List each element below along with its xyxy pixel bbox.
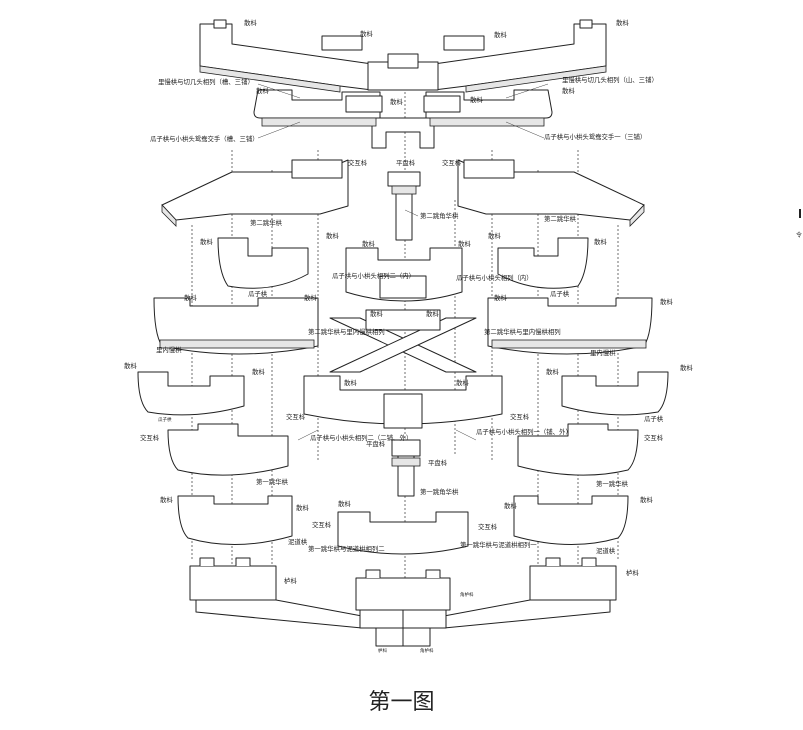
edge-tick: [799, 209, 801, 218]
label-jiaohu-dou: 交互枓: [510, 412, 530, 421]
label-sandou: 散枓: [360, 29, 373, 38]
label-sandou: 散枓: [370, 309, 383, 318]
label-sandou: 散枓: [488, 231, 501, 240]
label-sandou: 散枓: [494, 30, 507, 39]
label-sandou: 散枓: [426, 309, 439, 318]
label-guazi-gong: 瓜子栱: [644, 414, 664, 423]
row3-slanted-arms: [161, 159, 645, 241]
label-lu-dou: 栌枓: [284, 576, 297, 585]
label-jiaohu-dou: 交互枓: [478, 522, 498, 531]
label-ni-dao-gong: 泥道栱: [288, 537, 308, 546]
label-sandou: 散枓: [200, 237, 213, 246]
label-sandou: 散枓: [458, 239, 471, 248]
label-tiny-guazi: 瓜子栱: [158, 416, 172, 423]
label-er-tiao-li-man-left: 第二跳华栱与里内慢栱相列: [308, 327, 385, 336]
label-sandou: 散枓: [456, 378, 469, 387]
label-er-tiao-jiao-hua-gong: 第二跳角华栱: [420, 211, 459, 220]
leader-lines: [257, 83, 549, 441]
row4-brackets: [217, 237, 589, 302]
label-er-tiao-li-man-right: 第二跳华栱与里内慢栱相列: [484, 327, 561, 336]
label-sandou: 散枓: [390, 97, 403, 106]
row5-arms: [153, 297, 653, 373]
label-sandou: 散枓: [252, 367, 265, 376]
label-sandou: 散枓: [594, 237, 607, 246]
label-ni-dao-gong: 泥道栱: [596, 546, 616, 555]
label-er-tiao-hua-gong: 第二跳华栱: [250, 218, 283, 227]
label-lu-dou: 栌枓: [626, 568, 639, 577]
label-pingpan-dou: 平盘枓: [428, 458, 448, 467]
label-guazi-wai-right: 瓜子栱与小栱头相列一（铺、外）: [476, 427, 572, 436]
label-pingpan-dou: 平盘枓: [396, 158, 416, 167]
label-sandou: 散枓: [256, 86, 269, 95]
row7-brackets: [167, 423, 639, 497]
figure-caption: 第一图: [368, 690, 435, 715]
label-jiaohu-dou: 交互枓: [644, 433, 664, 442]
label-sandou: 散枓: [326, 231, 339, 240]
label-sandou: 散枓: [680, 363, 693, 372]
label-yi-tiao-ni-dao-left: 第一跳华栱与泥道栱相列二: [308, 544, 385, 553]
label-guazi-xiao-tou-right: 瓜子栱与小栱头相列（内）: [456, 273, 533, 282]
row8-brackets: [177, 495, 629, 555]
label-tiny-bottom-right: 角栌枓: [420, 647, 434, 654]
label-sandou: 散枓: [494, 293, 507, 302]
label-sandou: 散枓: [660, 297, 673, 306]
label-yi-tiao-ni-dao-right: 第一跳华栱与泥道栱相列一: [460, 540, 537, 549]
label-man-gong-top-left: 里慢栱与切几头相列（槽、三铺）: [158, 77, 254, 86]
label-jiaohu-dou: 交互枓: [286, 412, 306, 421]
row2-brackets: [253, 89, 553, 149]
label-sandou: 散枓: [124, 361, 137, 370]
label-guazi-cross-left: 瓜子栱与小栱头鸳鸯交手（槽、三铺）: [150, 134, 259, 143]
label-sandou: 散枓: [362, 239, 375, 248]
label-sandou: 散枓: [504, 501, 517, 510]
label-sandou: 散枓: [184, 293, 197, 302]
label-jiaohu-dou: 交互枓: [442, 158, 462, 167]
label-sandou: 散枓: [304, 293, 317, 302]
label-man-gong-top-right: 里慢栱与切几头相列（山、三铺）: [562, 75, 658, 84]
label-guazi-wai-left: 瓜子栱与小栱头相列二（二铺、外）: [310, 433, 412, 442]
row1-top-beams: [199, 19, 607, 93]
label-sandou: 散枓: [344, 378, 357, 387]
row9-base: [189, 557, 617, 647]
label-yi-tiao-hua-gong: 第一跳华栱: [256, 477, 289, 486]
label-jiao-lu-dou: 角栌枓: [460, 591, 474, 598]
label-li-nei-man-gong: 里内慢栱: [590, 348, 616, 357]
label-sandou: 散枓: [546, 367, 559, 376]
label-sandou: 散枓: [160, 495, 173, 504]
label-sandou: 散枓: [640, 495, 653, 504]
label-er-tiao-hua-gong: 第二跳华栱: [544, 214, 577, 223]
label-yi-tiao-jiao-hua-gong: 第一跳角华栱: [420, 487, 459, 496]
label-sandou: 散枓: [338, 499, 351, 508]
label-edge-mark: 令: [796, 231, 802, 239]
diagram-labels: 散枓 散枓 散枓 散枓 里慢栱与切几头相列（槽、三铺） 里慢栱与切几头相列（山、…: [124, 18, 802, 654]
label-yi-tiao-hua-gong: 第一跳华栱: [596, 479, 629, 488]
label-sandou: 散枓: [244, 18, 257, 27]
label-jiaohu-dou: 交互枓: [348, 158, 368, 167]
label-pingpan-dou: 平盘枓: [366, 439, 386, 448]
label-guazi-gong: 瓜子栱: [248, 289, 268, 298]
label-guazi-gong: 瓜子栱: [550, 289, 570, 298]
label-jiaohu-dou: 交互枓: [140, 433, 160, 442]
label-jiaohu-dou: 交互枓: [312, 520, 332, 529]
label-sandou: 散枓: [616, 18, 629, 27]
label-guazi-cross-right: 瓜子栱与小栱头鸳鸯交手一（三铺）: [544, 132, 646, 141]
label-sandou: 散枓: [470, 95, 483, 104]
label-tiny-bottom-left: 栌枓: [378, 647, 387, 654]
label-li-nei-man-gong: 里内慢栱: [156, 345, 182, 354]
label-guazi-xiao-tou-left: 瓜子栱与小栱头相列二（内）: [332, 271, 415, 280]
row6-brackets: [137, 371, 669, 429]
label-sandou: 散枓: [562, 86, 575, 95]
label-sandou: 散枓: [296, 503, 309, 512]
